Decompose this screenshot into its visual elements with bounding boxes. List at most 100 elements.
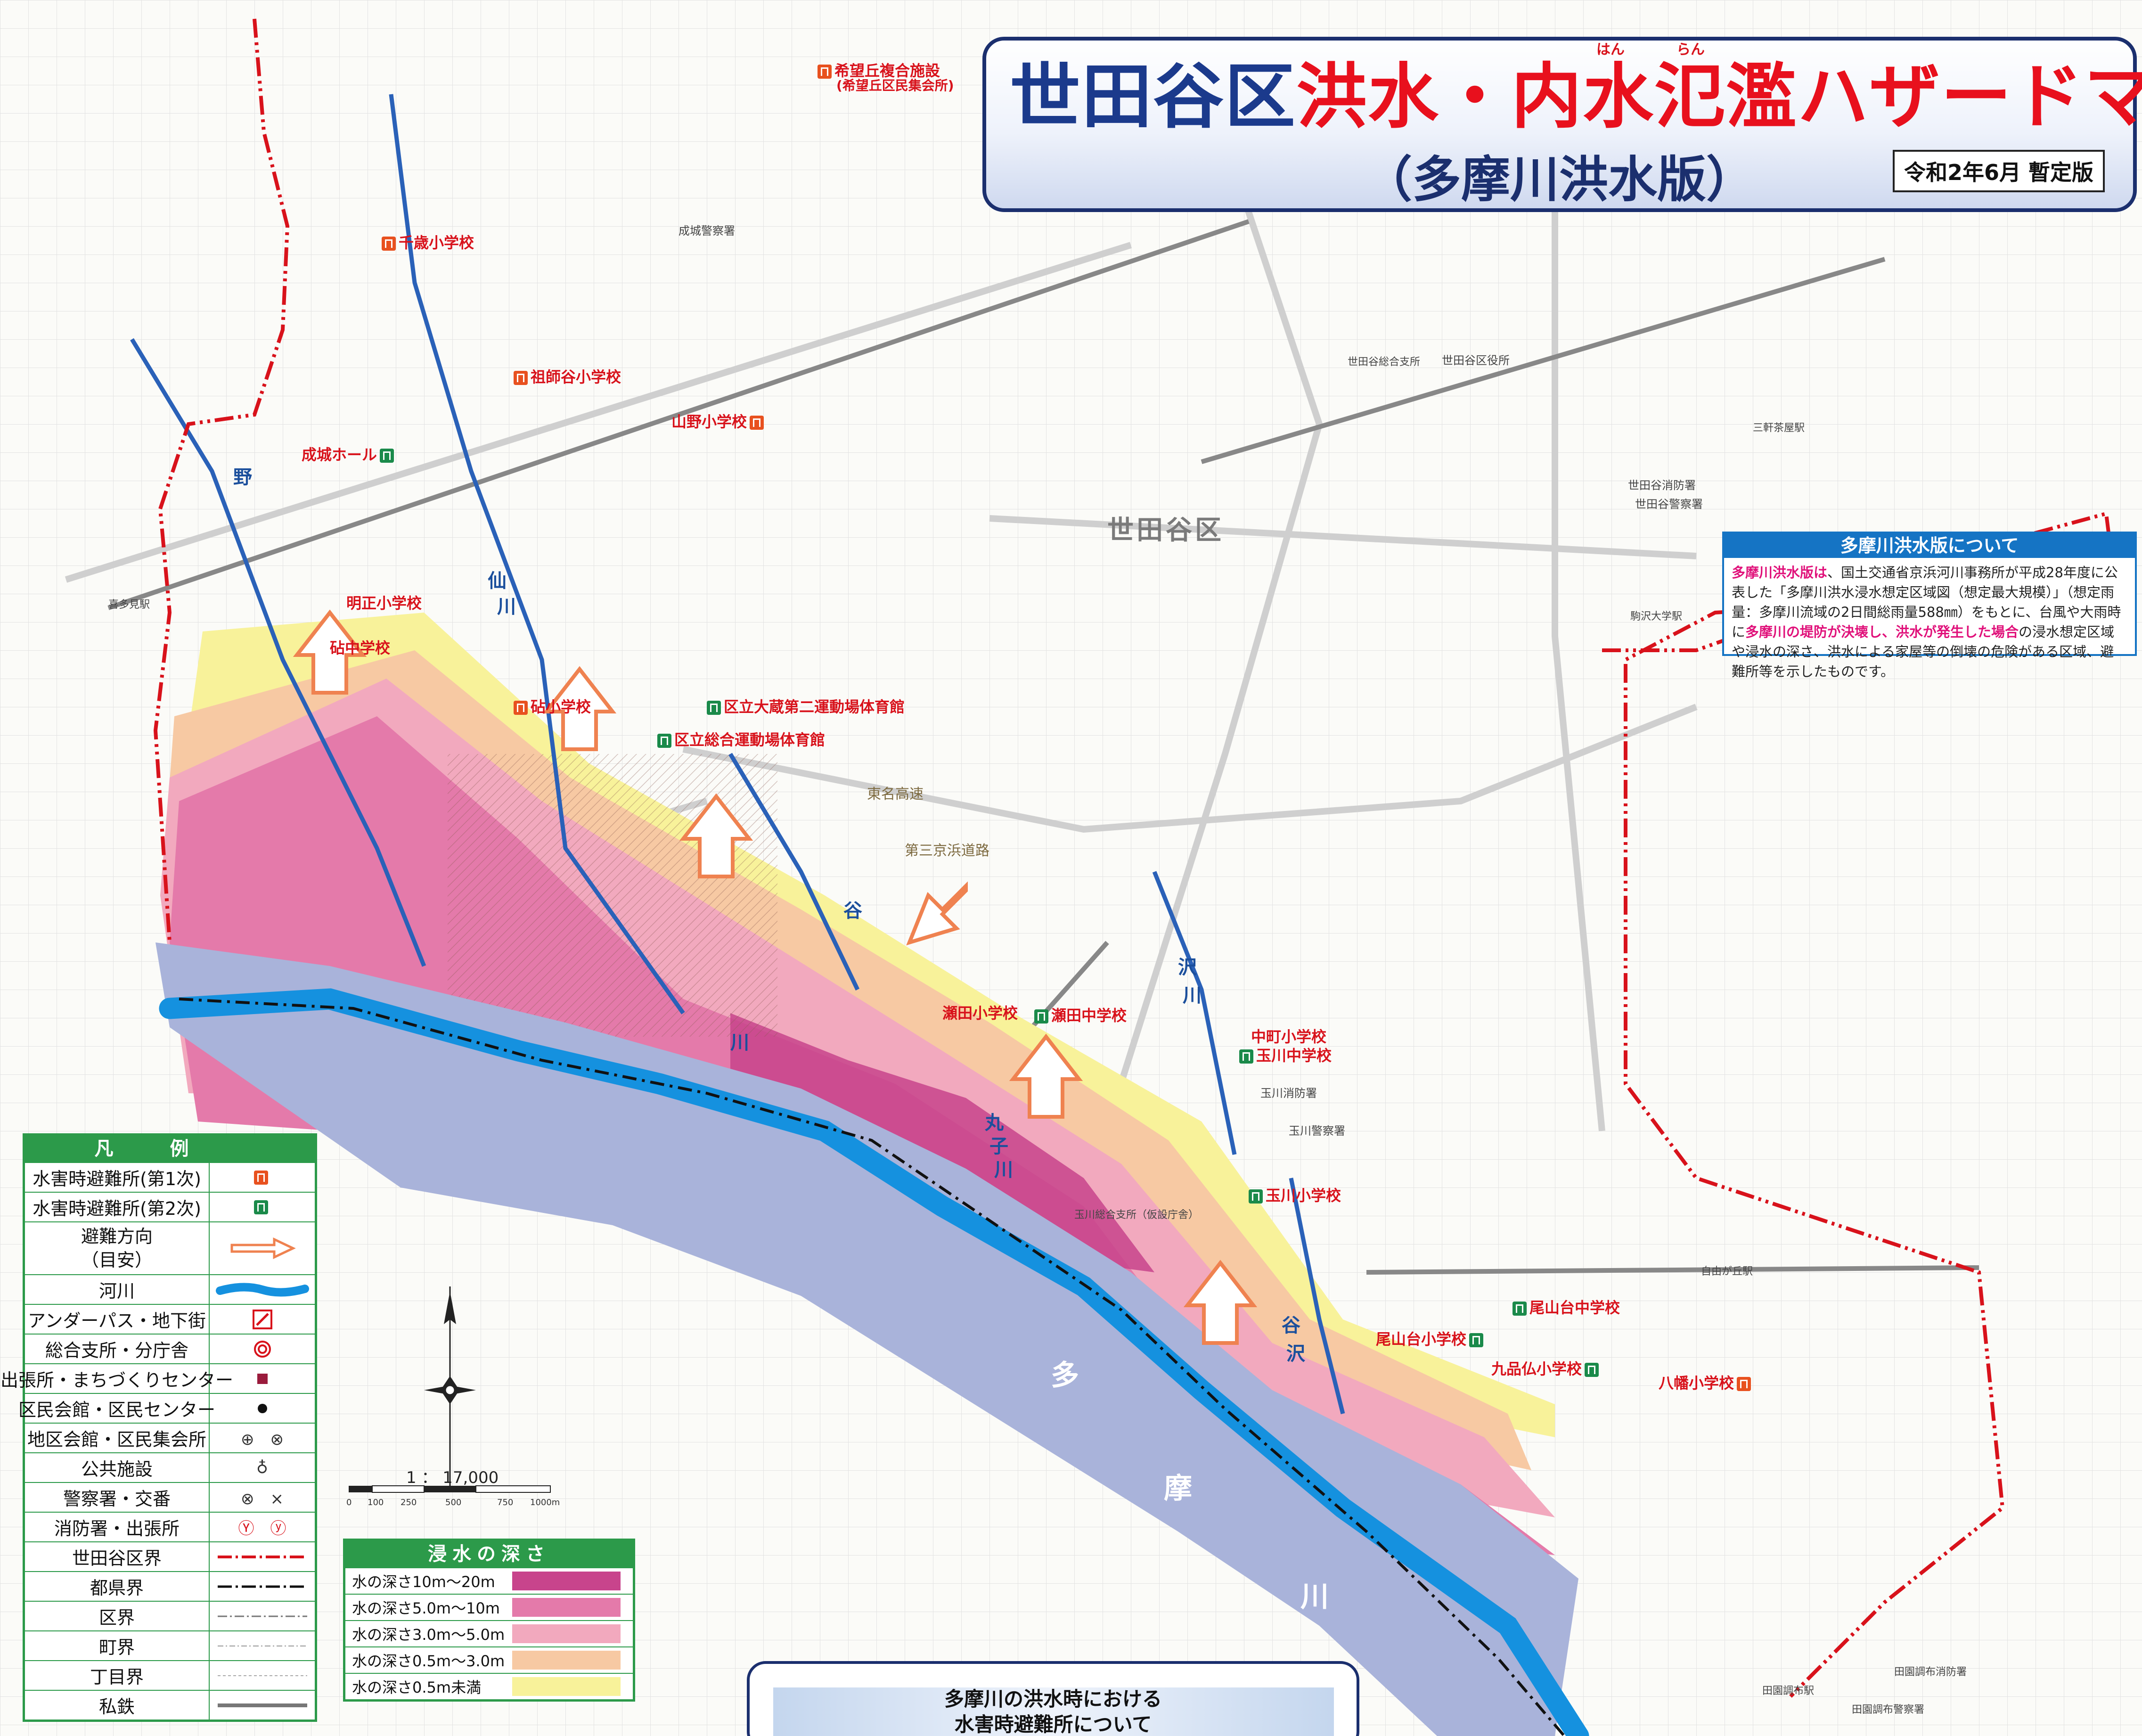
daisan-keihin-label: 第三京浜道路	[905, 843, 989, 859]
shelter-secondary[interactable]: 中町小学校	[1251, 1028, 1327, 1046]
legend-row: 私鉄	[25, 1690, 315, 1720]
shelter-note-box[interactable]: 多摩川の洪水時における 水害時避難所について	[747, 1661, 1359, 1736]
scale-tick: 1000m	[530, 1498, 560, 1507]
depth-legend-heading: 浸水の深さ	[345, 1541, 633, 1567]
shelter-secondary[interactable]: 八幡小学校	[1659, 1371, 1754, 1393]
shelter-note-bar	[773, 1687, 1334, 1736]
town-boundary-icon	[217, 1645, 307, 1646]
shelter-primary[interactable]: 砧中学校	[330, 639, 391, 657]
depth-legend-row: 水の深さ5.0m～10m	[345, 1594, 633, 1620]
shelter-secondary[interactable]: 瀬田中学校	[1034, 1004, 1127, 1025]
scale-ratio: 1 ： 17,000	[406, 1468, 499, 1487]
depth-legend-row: 水の深さ0.5m未満	[345, 1673, 633, 1699]
city-boundary-icon	[217, 1615, 307, 1617]
public-facility-icon: ♁	[256, 1458, 268, 1477]
map-legend: 凡例 水害時避難所(第1次) 水害時避難所(第2次) 避難方向（目安） 河川 ア…	[0, 1133, 317, 1722]
noga-river-label-2: 川	[730, 1032, 749, 1054]
tama-river-water	[159, 988, 1589, 1736]
legend-row: 出張所・まちづくりセンター	[0, 1363, 315, 1393]
sen-river-label-2: 川	[497, 596, 516, 618]
legend-row: 避難方向（目安）	[25, 1221, 315, 1274]
ruby-ran: らん	[1676, 41, 1705, 58]
underpass-icon	[252, 1309, 272, 1329]
shelter-secondary-icon	[657, 734, 671, 748]
shelter-secondary-icon	[1512, 1302, 1527, 1316]
evacuation-arrow-icon	[230, 1237, 296, 1259]
facility-label: 世田谷区役所	[1442, 354, 1510, 367]
tributary-rivers	[130, 94, 1345, 1415]
shelter-note-text: 多摩川の洪水時における 水害時避難所について	[944, 1687, 1162, 1736]
shelter-secondary[interactable]: 玉川小学校	[1249, 1184, 1341, 1205]
scale-bar: 0 100 250 500 750 1000m	[346, 1483, 560, 1512]
legend-row: 町界	[25, 1630, 315, 1660]
shelter-primary-icon	[382, 237, 396, 251]
shelter-secondary[interactable]: 区立大蔵第二運動場体育館	[707, 695, 905, 717]
shelter-secondary[interactable]: 九品仏小学校	[1491, 1357, 1602, 1379]
district-hall-icon: ⊕ ⊗	[241, 1430, 284, 1449]
shelter-secondary-icon	[707, 701, 721, 715]
depth-swatch	[512, 1624, 621, 1643]
depth-legend-row: 水の深さ3.0m～5.0m	[345, 1620, 633, 1646]
title-banner: 世田谷区洪水・内水氾濫ハザードマップ はん らん （多摩川洪水版） 令和2年6月…	[982, 37, 2142, 212]
tama-river-label-1: 多	[1051, 1359, 1088, 1392]
shelter-primary[interactable]: 明正小学校	[346, 594, 422, 612]
scale-bar-graphic	[349, 1485, 551, 1493]
chome-boundary-icon	[217, 1675, 307, 1676]
yazawa-river-label-2: 沢	[1178, 957, 1197, 978]
edition-badge: 令和2年6月 暫定版	[1892, 150, 2105, 192]
shelter-primary[interactable]: 千歳小学校	[382, 231, 474, 253]
tama-river-label-3: 川	[1300, 1580, 1338, 1613]
info-box-heading: 多摩川洪水版について	[1724, 533, 2135, 558]
station-label: 喜多見駅	[108, 599, 150, 611]
station-label: 田園調布駅	[1762, 1685, 1815, 1697]
shelter-secondary-icon	[380, 449, 394, 463]
flood-zone-deep	[730, 1013, 1154, 1272]
shelter-primary-icon	[253, 1170, 268, 1185]
branch-office-icon	[253, 1340, 271, 1358]
shelter-secondary[interactable]: 瀬田小学校	[942, 1004, 1018, 1022]
ward-boundary-icon	[217, 1555, 307, 1558]
shelter-secondary-icon	[1585, 1363, 1599, 1377]
prefecture-boundary-icon	[217, 1585, 307, 1588]
station-label: 自由が丘駅	[1701, 1266, 1753, 1277]
facility-label: 成城警察署	[679, 224, 735, 237]
ward-boundary	[153, 18, 2118, 1698]
facility-label: 田園調布消防署	[1894, 1666, 1967, 1678]
shelter-secondary[interactable]: 尾山台小学校	[1376, 1327, 1486, 1349]
shelter-primary-icon	[514, 371, 528, 385]
shelter-secondary-icon	[253, 1200, 268, 1214]
tama-river-label-2: 摩	[1164, 1472, 1202, 1505]
legend-row: 総合支所・分庁舎	[25, 1334, 315, 1363]
shelter-primary[interactable]: 山野小学校	[671, 410, 767, 432]
fire-station-icon: Ⓨ ⓨ	[238, 1519, 286, 1538]
marukogawa-label-2: 子	[989, 1136, 1008, 1157]
sen-river-label-1: 仙	[488, 570, 507, 592]
legend-row: 警察署・交番⊗ ×	[25, 1482, 315, 1512]
railway-icon	[217, 1703, 307, 1707]
evacuation-arrows	[293, 609, 1258, 1345]
shelter-secondary-icon	[1249, 1189, 1263, 1204]
scale-tick: 250	[401, 1498, 417, 1507]
shelter-primary[interactable]: 希望丘複合施設	[818, 59, 940, 81]
shelter-secondary[interactable]: 区立総合運動場体育館	[657, 728, 825, 750]
depth-legend-row: 水の深さ10m～20m	[345, 1567, 633, 1594]
legend-row: 水害時避難所(第1次)	[25, 1162, 315, 1192]
legend-row: 区界	[25, 1601, 315, 1630]
shelter-primary[interactable]: 祖師谷小学校	[514, 365, 621, 387]
page-subtitle: （多摩川洪水版）	[1363, 151, 1756, 208]
shelter-primary-icon	[1737, 1377, 1751, 1391]
community-center-icon	[257, 1373, 268, 1384]
shelter-primary[interactable]: 砧小学校	[514, 695, 591, 717]
yazawa-river-label-3: 川	[1183, 985, 1202, 1007]
shelter-secondary[interactable]: 玉川中学校	[1239, 1044, 1332, 1065]
shelter-secondary[interactable]: 成城ホール	[302, 443, 397, 465]
shelter-primary-sublabel: (希望丘区民集会所)	[836, 78, 954, 93]
shelter-secondary[interactable]: 尾山台中学校	[1512, 1296, 1620, 1318]
info-box-body: 多摩川洪水版は、国土交通省京浜河川事務所が平成28年度に公表した「多摩川洪水浸水…	[1732, 565, 2121, 680]
facility-label: 玉川消防署	[1260, 1087, 1317, 1100]
station-label: 駒沢大学駅	[1630, 611, 1683, 622]
kuhonbutsu-river-label-1: 谷	[1282, 1315, 1300, 1336]
legend-row: 区民会館・区民センター	[18, 1393, 315, 1423]
shelter-primary-icon	[818, 65, 832, 79]
